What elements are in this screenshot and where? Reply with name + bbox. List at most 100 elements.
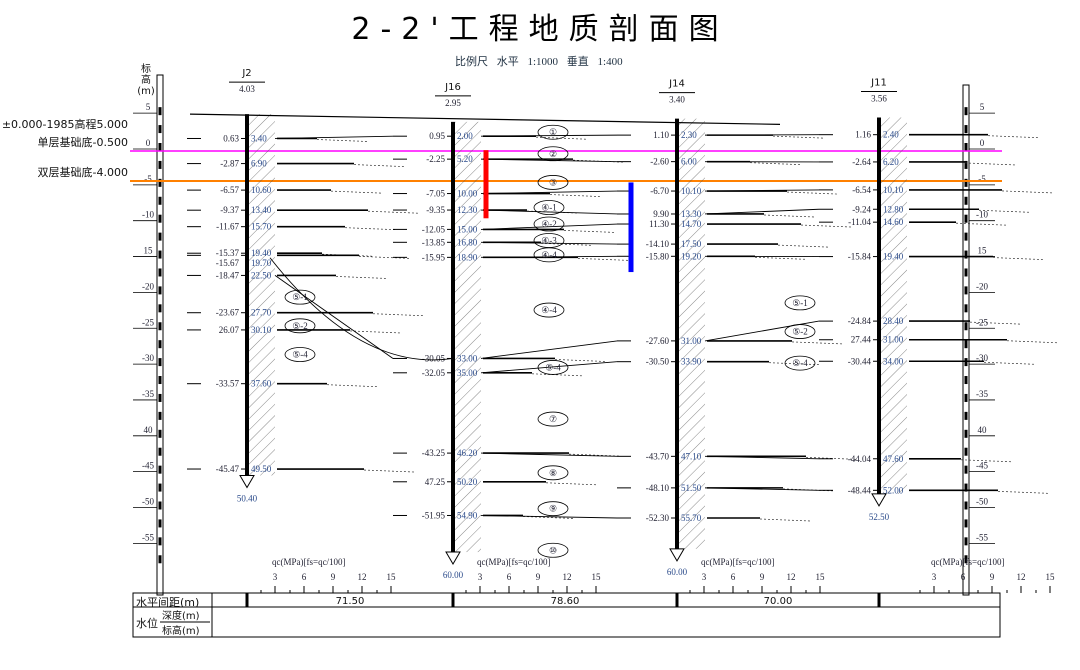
ruler-tick-label: -35 [976, 389, 988, 399]
layer-label: ④-3 [541, 236, 557, 246]
layer-label-ellipse [537, 501, 569, 517]
table-label-water-level: 水位 [136, 617, 158, 630]
layer-depth: 12.80 [883, 204, 904, 214]
stratum-boundary [480, 190, 618, 194]
layer-label-ellipse [533, 216, 565, 232]
ruler-tick-label: -10 [142, 210, 154, 220]
layer-label: ⑤-4 [545, 362, 561, 372]
layer-depth: 16.80 [457, 237, 478, 247]
layer-depth: 13.30 [681, 209, 702, 219]
layer-elevation: -48.44 [848, 485, 872, 495]
horizontal-distance-value: 71.50 [336, 596, 365, 607]
layer-elevation: -7.05 [426, 189, 445, 199]
stratum-boundary [480, 340, 618, 359]
ruler-tick-label: -20 [142, 281, 154, 291]
layer-depth: 28.40 [883, 316, 904, 326]
cpt-axis-tick-label: 15 [387, 572, 397, 582]
layer-depth: 14.60 [883, 217, 904, 227]
layer-elevation: -2.64 [852, 157, 871, 167]
stratum-boundary [704, 487, 820, 491]
ref-label-single-basement: 单层基础底-0.500 [37, 136, 128, 149]
stratum-boundary [704, 208, 820, 215]
ruler-tick-label: -5 [144, 174, 152, 184]
layer-depth: 14.70 [681, 219, 702, 229]
layer-elevation: -9.24 [852, 204, 871, 214]
layer-elevation: 0.63 [223, 133, 239, 143]
layer-depth: 31.00 [681, 336, 702, 346]
layer-elevation: -15.84 [848, 252, 872, 262]
ruler-segment [964, 250, 968, 259]
layer-label-ellipse [533, 247, 565, 263]
ruler-segment [964, 322, 968, 331]
layer-label: ⑧ [549, 468, 557, 478]
ruler-segment [964, 286, 968, 295]
layer-label: ⑤-2 [292, 321, 308, 331]
layer-elevation: 47.25 [425, 477, 446, 487]
ruler-tick-label: -50 [976, 497, 988, 507]
stratum-boundary [480, 255, 618, 258]
layer-label-ellipse [784, 355, 816, 371]
ruler-segment [964, 214, 968, 223]
layer-depth: 54.90 [457, 510, 478, 520]
cpt-fs-spike [349, 330, 401, 334]
cpt-fs-spike [531, 373, 583, 377]
layer-elevation: -44.04 [848, 454, 872, 464]
borehole-name: J16 [444, 82, 461, 93]
ruler-tick-label: -45 [976, 461, 988, 471]
ruler-tick-label: 0 [980, 138, 985, 148]
layer-elevation: -11.04 [848, 217, 871, 227]
ruler-segment [158, 160, 162, 169]
cpt-fs-spike [978, 209, 1030, 213]
borehole-bottom-depth: 52.50 [869, 512, 890, 522]
ruler-segment [158, 483, 162, 492]
ruler-segment [964, 519, 968, 528]
stratum-boundary [480, 134, 618, 137]
ruler-segment [158, 143, 162, 151]
ruler-segment [158, 376, 162, 385]
stratum-boundary [480, 241, 618, 245]
layer-elevation: -43.70 [646, 451, 670, 461]
layer-elevation: -2.87 [220, 159, 239, 169]
cpt-hatch-zone [455, 121, 481, 553]
cpt-axis-tick-label: 12 [358, 572, 367, 582]
ruler-tick-label: -30 [142, 353, 154, 363]
ruler-segment [964, 196, 968, 205]
layer-elevation: 26.07 [219, 325, 240, 335]
cpt-fs-spike [316, 139, 368, 142]
layer-depth: 51.50 [681, 483, 702, 493]
layer-elevation: -6.54 [852, 185, 871, 195]
cpt-fs-spike [549, 194, 601, 197]
layer-depth: 10.60 [251, 185, 272, 195]
layer-elevation: 1.16 [855, 130, 871, 140]
layer-elevation: 9.90 [653, 209, 669, 219]
cpt-axis-tick-label: 3 [702, 572, 707, 582]
ruler-segment [964, 178, 968, 187]
ruler-tick-label: -55 [142, 532, 154, 542]
ruler-tick-label: -35 [142, 389, 154, 399]
layer-label-ellipse [537, 360, 569, 375]
stratum-curve [269, 257, 454, 361]
borehole-bottom-arrow [669, 548, 685, 562]
layer-depth: 49.50 [251, 464, 272, 474]
layer-label: ④-4 [541, 250, 557, 260]
cpt-axis-tick-label: 6 [961, 572, 966, 582]
borehole-top-elevation: 4.03 [239, 84, 255, 94]
ruler-tick-label: -55 [976, 532, 988, 542]
layer-depth: 18.90 [457, 252, 478, 262]
cpt-fs-spike [791, 341, 843, 345]
layer-elevation: -30.50 [646, 357, 670, 367]
ruler-tick-label: -20 [976, 281, 988, 291]
layer-depth: 6.90 [251, 159, 267, 169]
ruler-segment [964, 429, 968, 438]
cpt-axis-label: qc(MPa)[fs=qc/100] [272, 557, 346, 567]
layer-elevation: -51.95 [422, 510, 446, 520]
layer-elevation: -33.57 [216, 379, 240, 389]
layer-elevation: -15.80 [646, 251, 670, 261]
layer-elevation: 27.44 [851, 335, 872, 345]
ref-label-double-basement: 双层基础底-4.000 [37, 166, 128, 179]
ruler-segment [158, 537, 162, 546]
layer-label-ellipse [784, 295, 816, 311]
stratum-boundary [274, 275, 394, 359]
layer-depth: 27.70 [251, 308, 272, 318]
